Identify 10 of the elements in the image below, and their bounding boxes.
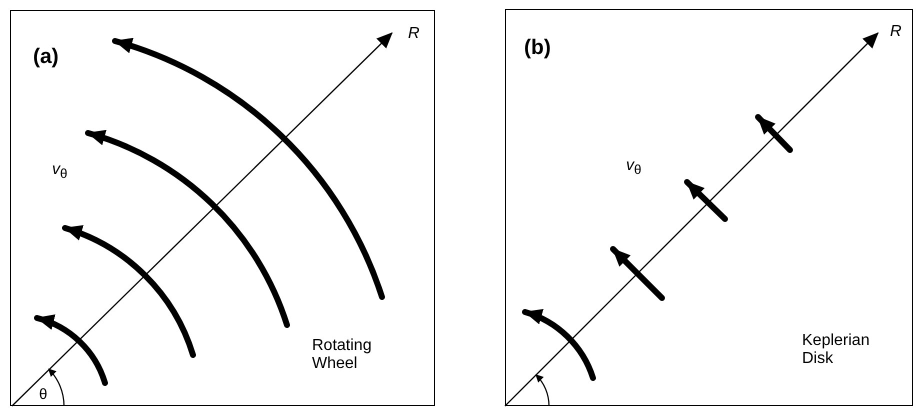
panel-frame: [10, 10, 435, 406]
velocity-label: v$_{θ}$: [52, 161, 68, 182]
angle-label: θ: [39, 387, 48, 404]
axis-label: R: [890, 23, 902, 41]
panel-label: (a): [33, 45, 59, 68]
caption-text: Keplerian Disk: [802, 332, 871, 368]
axis-label: R: [408, 25, 420, 43]
caption-text: Rotating Wheel: [312, 337, 373, 372]
panel-label: (b): [524, 36, 551, 60]
velocity-label: v$_{θ}$: [626, 157, 642, 178]
